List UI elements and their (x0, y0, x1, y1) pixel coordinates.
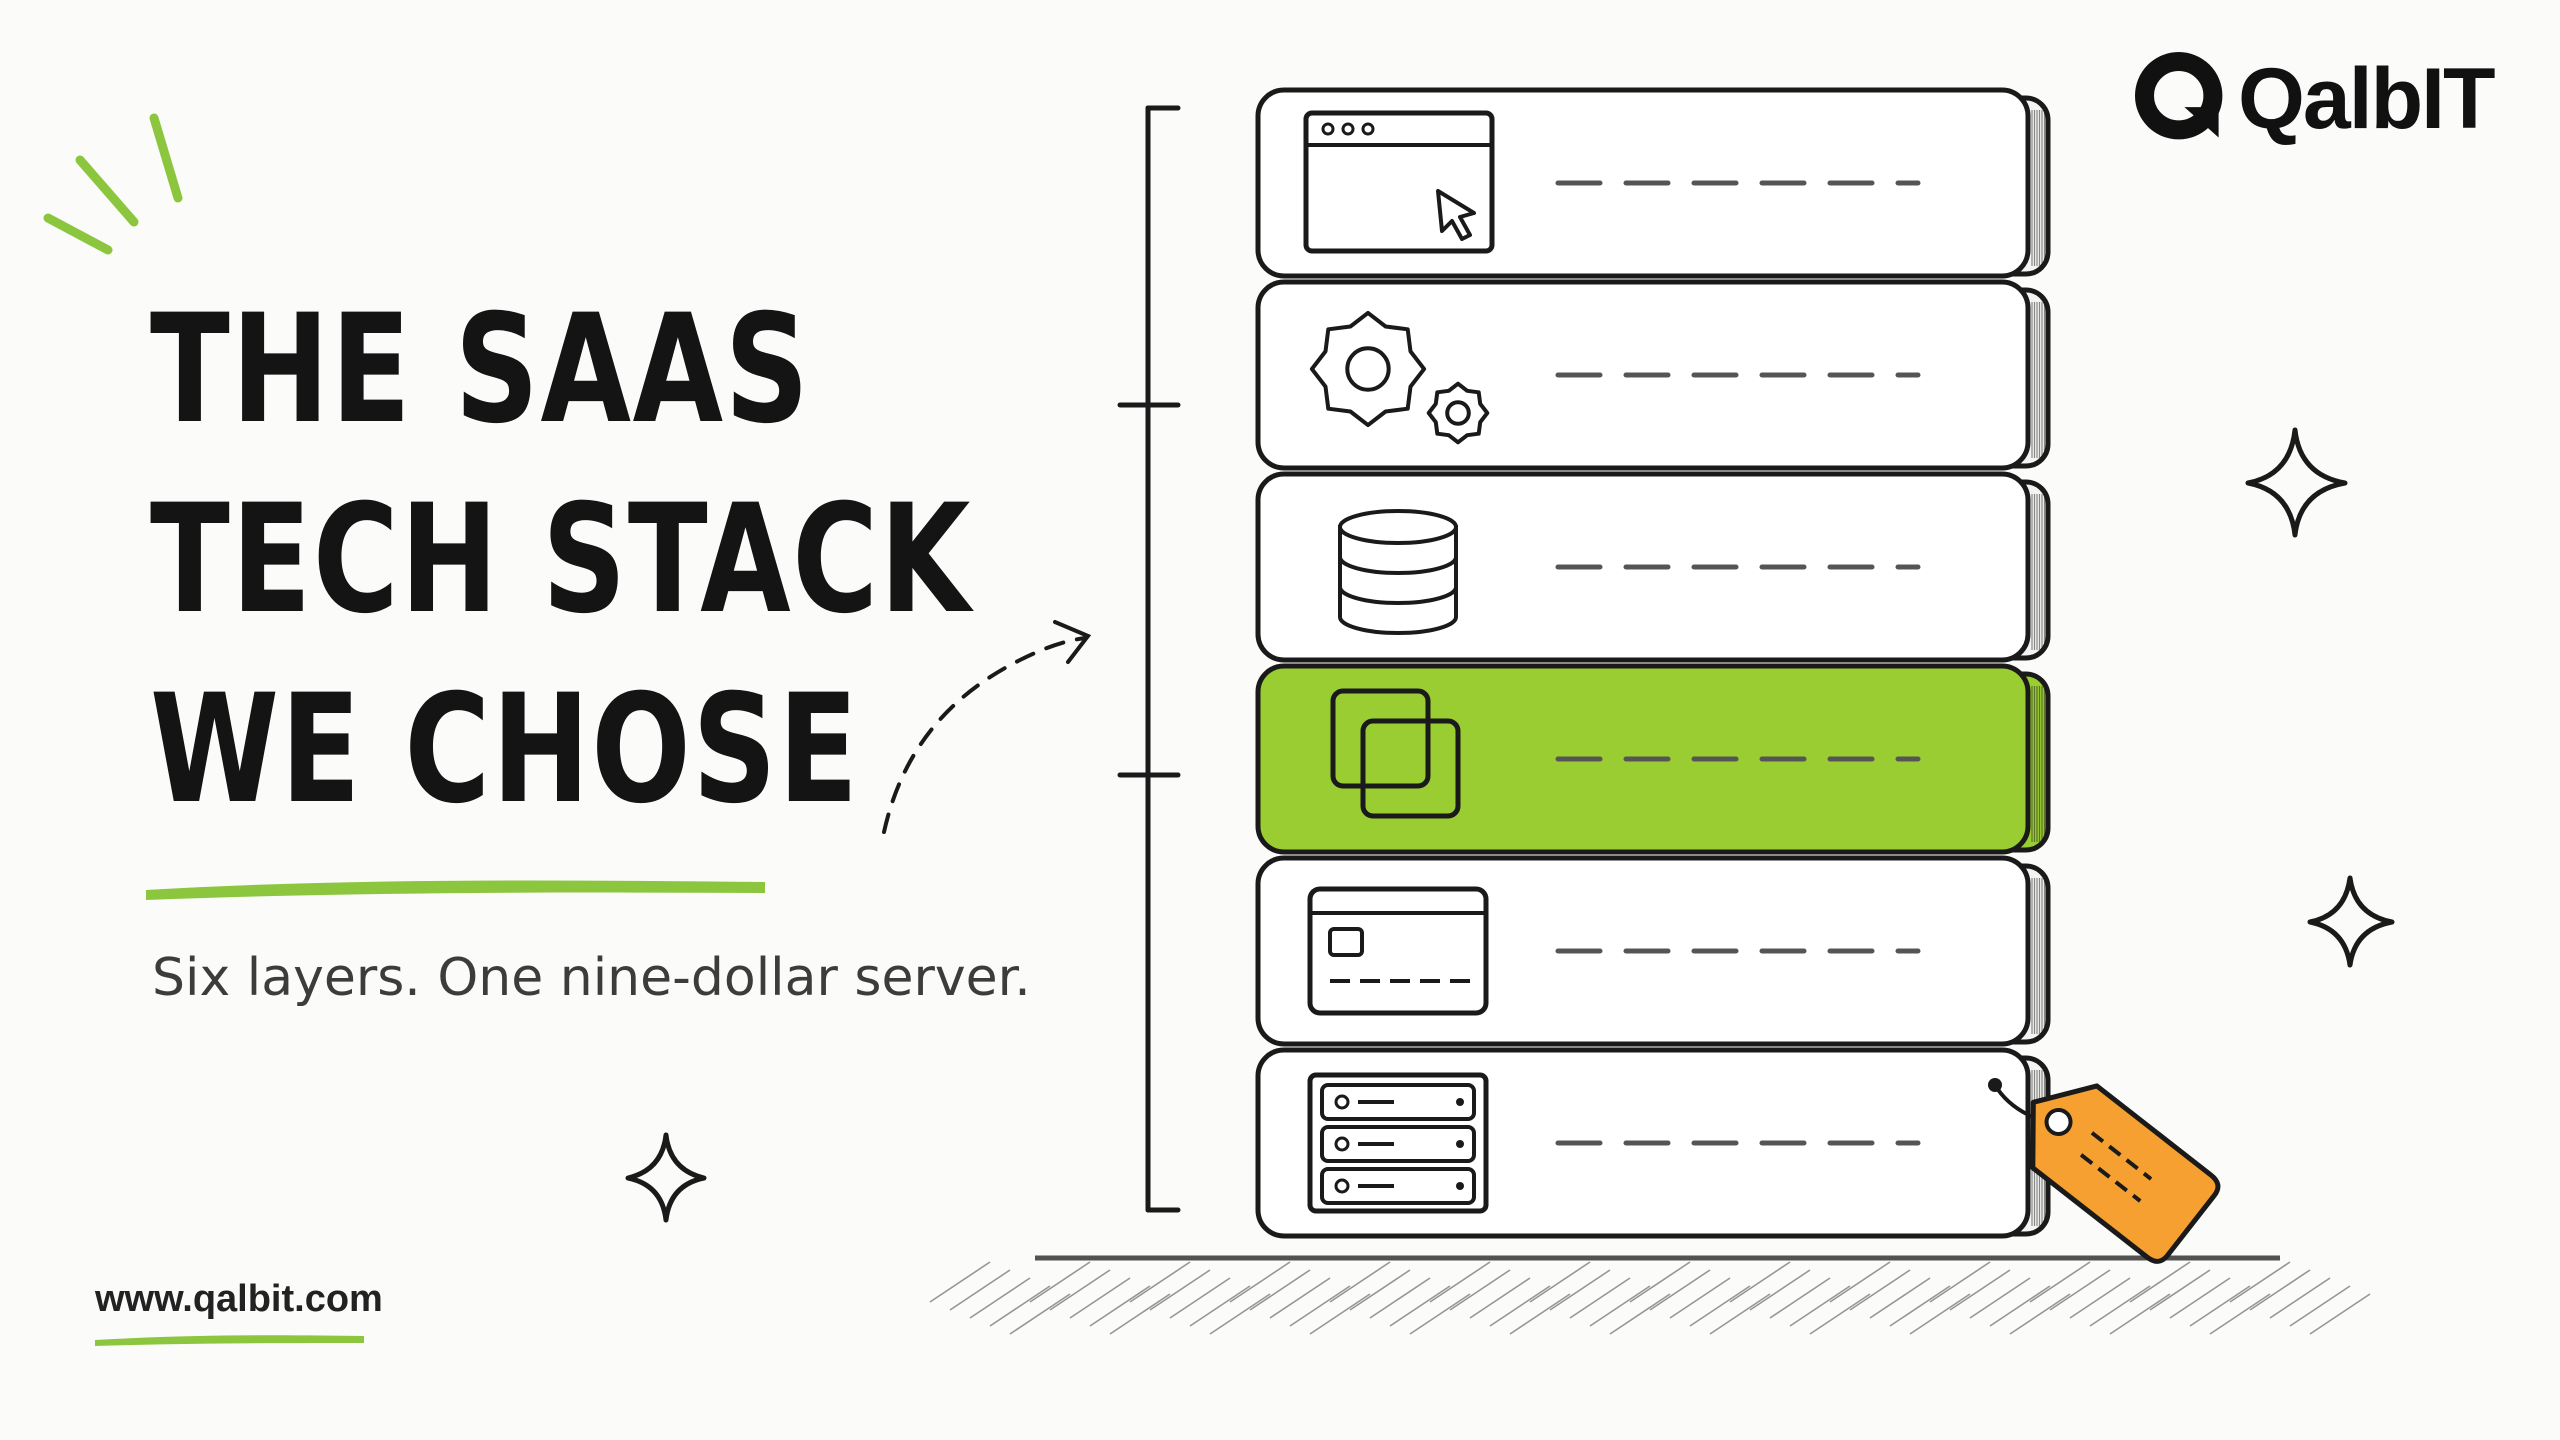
sparkle-icon (2245, 427, 2348, 538)
stack-layer[interactable] (1255, 471, 2051, 663)
stack-layer[interactable] (1255, 1047, 2051, 1239)
headline-underline (146, 880, 765, 900)
stack-layer[interactable] (1255, 87, 2051, 279)
sparkle-icon (625, 1132, 707, 1223)
page-title: THE SAAS TECH STACK WE CHOSE (150, 275, 972, 845)
database-icon (1338, 509, 1458, 635)
overlapping-squares-icon (1330, 688, 1461, 819)
stack-bracket (1117, 105, 1181, 1213)
accent-strokes (43, 113, 183, 255)
website-link[interactable]: www.qalbit.com (95, 1278, 383, 1320)
sparkle-icon (2307, 875, 2395, 968)
browser-window-icon (1303, 110, 1495, 254)
price-tag-icon (1988, 1078, 2221, 1264)
credit-card-icon (1307, 886, 1489, 1016)
title-line: TECH STACK (150, 473, 972, 647)
dashed-arrow-icon (882, 620, 1092, 834)
website-underline (95, 1335, 364, 1346)
title-line: WE CHOSE (150, 663, 860, 837)
brand-logo[interactable]: QalbIT (2135, 51, 2496, 147)
stack-layer[interactable] (1255, 855, 2051, 1047)
title-line: THE SAAS (150, 283, 811, 457)
server-rack-icon (1307, 1072, 1489, 1214)
stack-layer[interactable] (1255, 279, 2051, 471)
subtitle: Six layers. One nine-dollar server. (152, 948, 1031, 1008)
qalbit-logo-icon (2135, 52, 2223, 140)
tech-stack (1255, 87, 2051, 1239)
brand-name: QalbIT (2238, 51, 2496, 147)
gears-icon (1309, 310, 1490, 445)
ground-hatching (929, 1261, 2371, 1335)
stack-layer[interactable] (1255, 663, 2051, 855)
